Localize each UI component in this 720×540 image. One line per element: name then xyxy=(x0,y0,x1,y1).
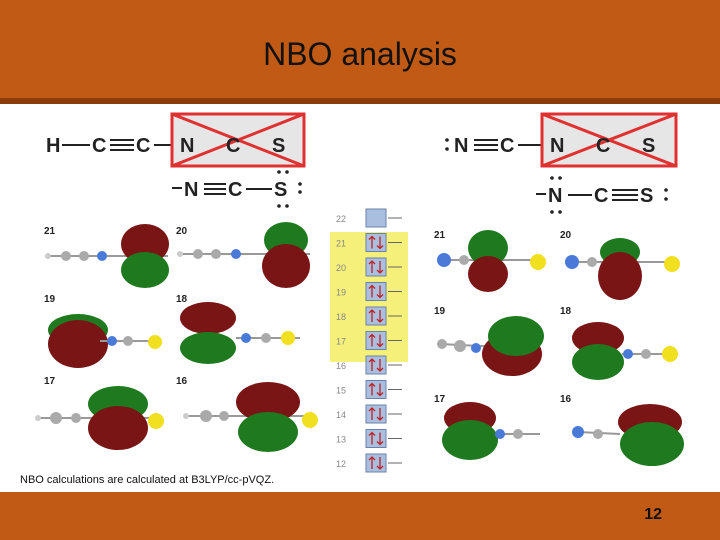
atom-n4: N xyxy=(550,135,564,157)
atom-n2: N xyxy=(184,179,198,201)
atom-h: H xyxy=(46,135,60,157)
spin-up-arrow xyxy=(368,456,376,469)
energy-level-label: 21 xyxy=(336,239,346,249)
spin-up-arrow xyxy=(368,260,376,273)
spin-down-arrow xyxy=(376,334,384,348)
energy-level-diagram: 22 21 20 19 18 17 16 15 14 13 12 xyxy=(330,208,408,473)
orbital-label: 17 xyxy=(434,394,446,405)
atom-s2: S xyxy=(274,179,287,201)
slide-content: H C C N C S N xyxy=(0,104,720,492)
atom-s1: S xyxy=(272,135,285,157)
spin-down-arrow xyxy=(376,359,384,372)
energy-level-box xyxy=(365,282,387,301)
spin-up-arrow xyxy=(368,235,376,249)
energy-level-box xyxy=(365,355,387,375)
atom-c6: C xyxy=(596,135,610,157)
orbital-label: 18 xyxy=(560,306,572,317)
energy-level-box xyxy=(365,306,387,326)
spin-down-arrow xyxy=(376,457,384,470)
energy-level-label: 17 xyxy=(336,337,346,347)
caption: NBO calculations are calculated at B3LYP… xyxy=(20,474,275,486)
atom-c4: C xyxy=(228,179,242,201)
atom-c2: C xyxy=(136,135,150,157)
page-number: 12 xyxy=(644,506,662,523)
atom-c3: C xyxy=(226,135,240,157)
orbital-label: 17 xyxy=(44,376,56,387)
orbital-label: 21 xyxy=(434,230,446,241)
energy-level-label: 15 xyxy=(336,386,346,396)
slide-title: NBO analysis xyxy=(263,36,457,72)
energy-level-box xyxy=(365,257,387,277)
spin-down-arrow xyxy=(376,285,384,299)
structure-right-bottom: N C S xyxy=(536,176,668,214)
spin-down-arrow xyxy=(376,408,384,421)
spin-down-arrow xyxy=(376,310,384,323)
slide-header xyxy=(0,0,720,98)
orbitals-right: 21 20 19 18 xyxy=(434,230,684,466)
orbital-label: 20 xyxy=(560,230,572,241)
energy-level-label: 16 xyxy=(336,361,346,371)
energy-level-box xyxy=(365,233,387,252)
atom-n5: N xyxy=(548,185,562,207)
spin-up-arrow xyxy=(368,382,376,396)
energy-level-box xyxy=(365,404,387,424)
energy-level-box xyxy=(365,453,387,473)
spin-up-arrow xyxy=(368,333,376,347)
energy-level-box xyxy=(365,331,387,350)
energy-level-label: 18 xyxy=(336,312,346,322)
atom-n1: N xyxy=(180,135,194,157)
orbital-label: 16 xyxy=(176,376,188,387)
atom-n3: N xyxy=(454,135,468,157)
spin-up-arrow xyxy=(368,309,376,322)
orbitals-left: 21 20 19 18 xyxy=(35,222,318,452)
energy-level-label: 14 xyxy=(336,410,346,420)
spin-up-arrow xyxy=(368,284,376,298)
nbo-figure: H C C N C S N xyxy=(35,112,684,473)
atom-s4: S xyxy=(640,185,653,207)
atom-c7: C xyxy=(594,185,608,207)
energy-level-box xyxy=(365,429,387,448)
spin-down-arrow xyxy=(376,432,384,446)
orbital-label: 18 xyxy=(176,294,188,305)
atom-s3: S xyxy=(642,135,655,157)
spin-up-arrow xyxy=(368,358,376,371)
spin-down-arrow xyxy=(376,261,384,274)
energy-level-box xyxy=(365,380,387,399)
structure-left-bottom: N C S xyxy=(172,170,302,208)
atom-c5: C xyxy=(500,135,514,157)
spin-down-arrow xyxy=(376,383,384,397)
orbital-label: 20 xyxy=(176,226,188,237)
atom-c1: C xyxy=(92,135,106,157)
spin-down-arrow xyxy=(376,236,384,250)
orbital-label: 21 xyxy=(44,226,56,237)
spin-up-arrow xyxy=(368,431,376,445)
energy-level-label: 20 xyxy=(336,263,346,273)
energy-level-label: 19 xyxy=(336,288,346,298)
slide-footer xyxy=(0,492,720,540)
energy-level-box xyxy=(365,208,387,228)
energy-level-label: 13 xyxy=(336,435,346,445)
orbital-label: 16 xyxy=(560,394,572,405)
structure-right-top: N C N C S xyxy=(445,112,678,168)
energy-level-label: 12 xyxy=(336,459,346,469)
orbital-label: 19 xyxy=(434,306,446,317)
structure-left-top: H C C N C S xyxy=(46,112,306,168)
header-rule xyxy=(0,98,720,104)
energy-level-label: 22 xyxy=(336,214,346,224)
spin-up-arrow xyxy=(368,407,376,420)
orbital-label: 19 xyxy=(44,294,56,305)
